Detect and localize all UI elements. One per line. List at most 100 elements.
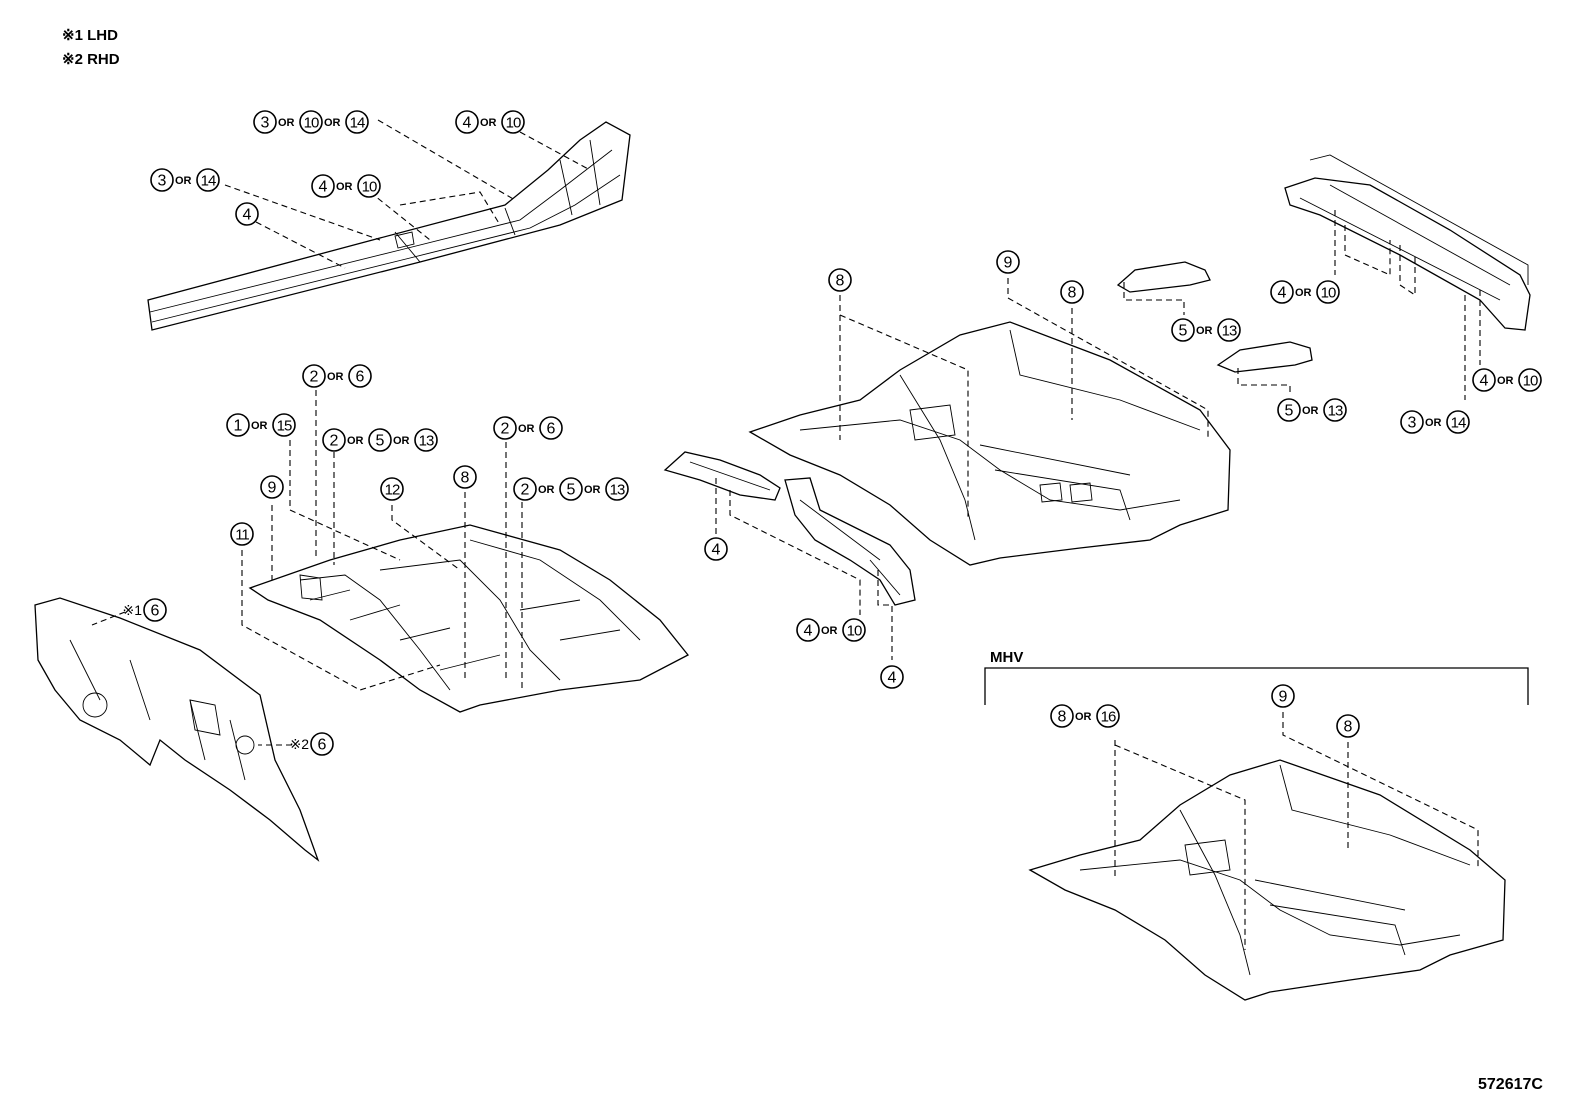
part-number-13: 13 <box>419 433 434 450</box>
part-number-10: 10 <box>1321 285 1336 302</box>
part-number-2: 2 <box>501 421 510 438</box>
part-number-14: 14 <box>350 115 365 132</box>
mhv-bracket <box>984 667 1529 705</box>
part-number-circle <box>345 110 369 134</box>
or-separator: OR <box>480 117 497 129</box>
part-number-circle <box>368 428 392 452</box>
part-number-13: 13 <box>610 482 625 499</box>
part-number-5: 5 <box>376 433 385 450</box>
part-number-circle <box>1446 410 1470 434</box>
part-number-12: 12 <box>385 482 400 499</box>
part-number-1: 1 <box>234 418 243 435</box>
part-number-circle <box>1400 410 1424 434</box>
part-number-2: 2 <box>330 433 339 450</box>
callout-9: 9 <box>996 250 1020 274</box>
note-rhd-mark: ※2 <box>62 51 83 68</box>
leader-lines <box>91 119 1481 950</box>
part-number-circle <box>414 428 438 452</box>
part-number-circle <box>842 618 866 642</box>
part-number-4: 4 <box>1480 373 1489 390</box>
part-number-circle <box>143 598 167 622</box>
or-separator: OR <box>1425 417 1442 429</box>
callout-condition-marker: ※1 <box>122 602 142 618</box>
part-number-circle <box>322 428 346 452</box>
mhv-floor-pan-drawing <box>1028 759 1506 1001</box>
note-rhd-text: RHD <box>87 51 120 68</box>
callout-4-or-10: 4 OR 10 <box>311 174 381 198</box>
callout-8: 8 <box>1336 714 1360 738</box>
callout-6: ※1 6 <box>122 598 167 622</box>
part-number-9: 9 <box>1004 255 1013 272</box>
part-number-6: 6 <box>318 737 327 754</box>
callout-6: ※2 6 <box>289 732 334 756</box>
part-number-circle <box>230 522 254 546</box>
part-number-circle <box>828 268 852 292</box>
part-number-circle <box>996 250 1020 274</box>
part-number-8: 8 <box>1058 709 1067 726</box>
part-number-circle <box>311 174 335 198</box>
or-separator: OR <box>336 181 353 193</box>
part-number-circle <box>260 475 284 499</box>
rear-floor-pan-drawing <box>748 321 1231 566</box>
callout-8: 8 <box>453 465 477 489</box>
part-number-10: 10 <box>362 179 377 196</box>
part-number-circle <box>302 364 326 388</box>
part-number-16: 16 <box>1101 709 1116 726</box>
rocker-panel-drawing <box>147 121 631 331</box>
part-number-circle <box>539 416 563 440</box>
part-number-9: 9 <box>1279 689 1288 706</box>
part-number-circle <box>1323 398 1347 422</box>
callout-condition-marker: ※2 <box>289 736 309 752</box>
part-number-3: 3 <box>1408 415 1417 432</box>
part-number-13: 13 <box>1222 323 1237 340</box>
front-floor-pan-drawing <box>248 524 690 713</box>
part-number-circle <box>605 477 629 501</box>
part-number-circle <box>1050 704 1074 728</box>
dash-panel-drawing <box>34 597 320 862</box>
part-number-circle <box>1171 318 1195 342</box>
part-number-circle <box>196 168 220 192</box>
part-number-circle <box>501 110 525 134</box>
part-number-circle <box>1271 684 1295 708</box>
part-number-circle <box>455 110 479 134</box>
note-lhd: ※1 LHD <box>62 28 118 44</box>
part-number-circle <box>310 732 334 756</box>
part-number-2: 2 <box>521 482 530 499</box>
part-number-circle <box>380 477 404 501</box>
part-number-4: 4 <box>1278 285 1287 302</box>
or-separator: OR <box>1075 711 1092 723</box>
part-number-6: 6 <box>547 421 556 438</box>
part-number-circle <box>1518 368 1542 392</box>
part-number-circle <box>272 413 296 437</box>
part-number-10: 10 <box>506 115 521 132</box>
part-number-8: 8 <box>1344 719 1353 736</box>
or-separator: OR <box>518 423 535 435</box>
callout-11: 11 <box>230 522 254 546</box>
part-number-4: 4 <box>712 542 721 559</box>
callout-9: 9 <box>260 475 284 499</box>
part-number-circle <box>704 537 728 561</box>
floor-side-member-drawing <box>663 451 916 606</box>
part-number-5: 5 <box>567 482 576 499</box>
or-separator: OR <box>821 625 838 637</box>
part-number-circle <box>453 465 477 489</box>
part-number-6: 6 <box>151 603 160 620</box>
part-number-circle <box>513 477 537 501</box>
part-number-circle <box>1217 318 1241 342</box>
part-number-circle <box>1336 714 1360 738</box>
part-number-8: 8 <box>836 273 845 290</box>
part-number-circle <box>880 665 904 689</box>
or-separator: OR <box>347 435 364 447</box>
part-number-4: 4 <box>463 115 472 132</box>
part-number-9: 9 <box>268 480 277 497</box>
part-number-circle <box>1277 398 1301 422</box>
or-separator: OR <box>538 484 555 496</box>
part-number-8: 8 <box>1068 285 1077 302</box>
part-number-4: 4 <box>319 179 328 196</box>
